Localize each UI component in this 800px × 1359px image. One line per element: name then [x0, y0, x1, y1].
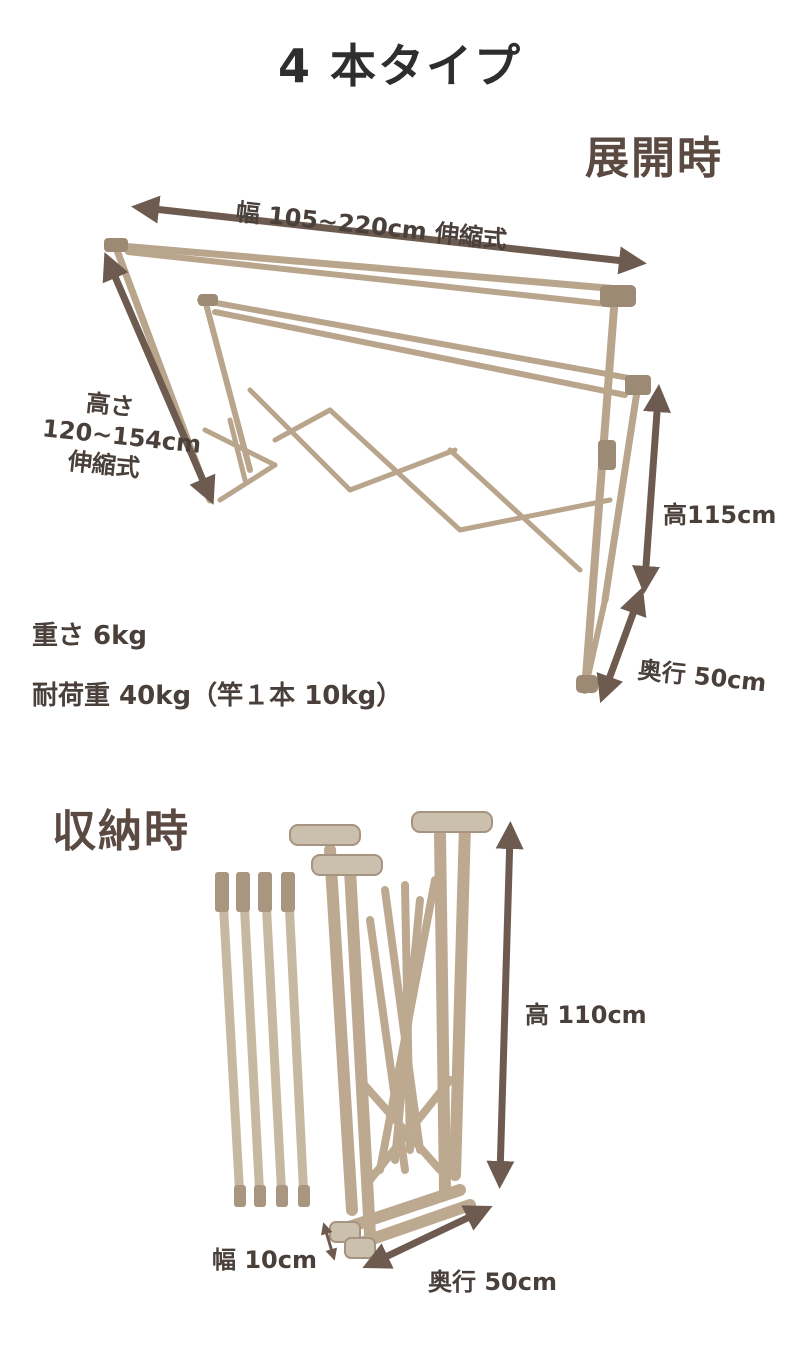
side-height-label: 高115cm — [663, 501, 777, 529]
page-title: 4 本タイプ — [277, 39, 523, 93]
expanded-rack-illustration — [102, 195, 671, 704]
width-arrow — [131, 195, 647, 275]
folded-heading: 収納時 — [52, 806, 190, 857]
weight-label: 重さ 6kg — [32, 621, 148, 651]
pole-4 — [283, 875, 309, 1205]
pole-2 — [238, 875, 265, 1205]
expanded-heading: 展開時 — [585, 133, 723, 184]
height-arrow — [102, 252, 216, 505]
side-height-arrow — [632, 384, 671, 594]
pole-1 — [217, 875, 245, 1205]
folded-height-label: 高 110cm — [525, 1001, 647, 1029]
folded-width-label: 幅 10cm — [212, 1246, 317, 1274]
folded-width-arrow — [320, 1222, 338, 1261]
pole-3 — [260, 875, 287, 1205]
folded-depth-label: 奥行 50cm — [428, 1268, 557, 1296]
folded-height-arrow — [486, 821, 524, 1189]
folded-depth-arrow — [362, 1205, 493, 1269]
depth-arrow — [596, 586, 647, 704]
load-label: 耐荷重 40kg（竿１本 10kg） — [32, 681, 403, 711]
